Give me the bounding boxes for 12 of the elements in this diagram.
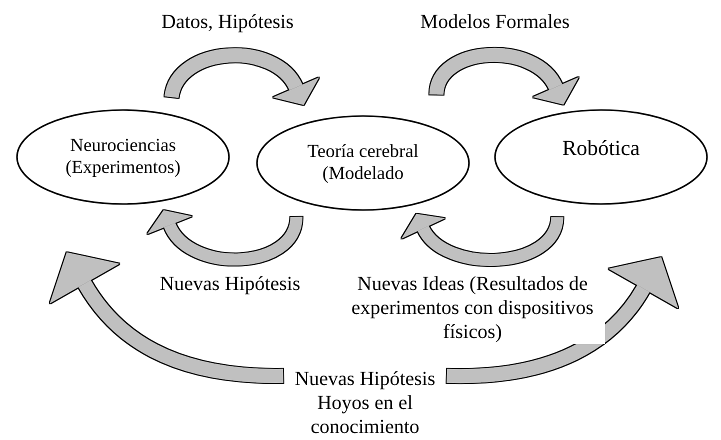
node-label: Robótica: [562, 136, 640, 162]
curved-arrow: [430, 48, 577, 104]
note-text: Nuevas Hipótesis Hoyos en el conocimiento: [285, 365, 445, 440]
ellipse-node: [256, 115, 470, 211]
ellipse-node: [16, 109, 230, 205]
node-label: Neurociencias (Experimentos): [64, 134, 182, 180]
ellipse-node: [494, 109, 708, 205]
curved-arrow: [446, 258, 678, 383]
node-label: Teoría cerebral (Modelado: [306, 140, 420, 186]
curved-arrow: [50, 253, 284, 383]
curved-arrow: [164, 48, 318, 104]
curved-arrow: [403, 214, 564, 266]
